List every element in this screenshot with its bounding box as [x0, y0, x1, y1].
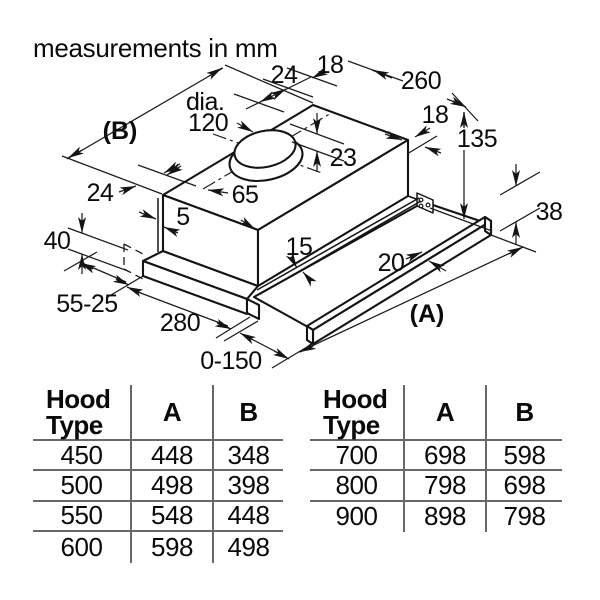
label-15: 15 — [286, 233, 313, 261]
dimension-40 — [67, 213, 129, 274]
dimension-280 — [126, 286, 251, 339]
mounting-bracket — [416, 192, 434, 214]
table-cell: 550 — [33, 500, 130, 533]
table-cell: 798 — [485, 501, 562, 533]
label-55-25: 55-25 — [56, 290, 117, 318]
dimension-38 — [499, 164, 541, 244]
label-0-150: 0-150 — [200, 347, 261, 375]
label-280: 280 — [160, 309, 200, 337]
table-cell: 598 — [130, 532, 212, 563]
label-B: (B) — [103, 117, 138, 145]
dimension-dia-120 — [236, 120, 254, 133]
label-38: 38 — [536, 198, 563, 226]
label-dia-120: 120 — [188, 109, 228, 137]
dimension-right-18 — [384, 125, 442, 157]
table-cell: 600 — [60, 531, 103, 562]
table-cell: 800 — [310, 470, 403, 502]
page-title: measurements in mm — [33, 33, 278, 63]
label-A: (A) — [410, 300, 445, 328]
label-right-18: 18 — [422, 101, 449, 129]
table-cell: 698 — [485, 470, 562, 502]
table-cell: 898 — [403, 501, 485, 533]
dimension-left-24 — [118, 161, 197, 196]
telescopic-rail — [256, 197, 422, 295]
dimension-23 — [289, 113, 345, 172]
column-header-b: B — [485, 385, 562, 441]
label-left-24: 24 — [87, 179, 114, 207]
dimension-55-25 — [63, 251, 144, 299]
dimension-20 — [405, 251, 447, 273]
table-cell: 548 — [130, 500, 212, 533]
table-cell: 798 — [403, 470, 485, 502]
label-20: 20 — [378, 249, 405, 277]
label-top-18: 18 — [317, 51, 344, 79]
table-cell: 450 — [33, 440, 130, 472]
dimension-15 — [285, 252, 317, 287]
table-cell: 348 — [212, 440, 283, 472]
filter-plinth — [141, 249, 261, 321]
table-cell: 500 — [33, 470, 130, 502]
hood-technical-drawing: (B) dia. 120 24 18 260 18 135 23 24 65 5… — [44, 51, 563, 375]
dimension-5 — [138, 209, 181, 237]
label-260: 260 — [401, 67, 441, 95]
label-top-24: 24 — [271, 61, 298, 89]
dimension-top-24-18 — [233, 67, 338, 113]
label-23: 23 — [330, 144, 357, 172]
table-cell: 900 — [335, 501, 378, 532]
label-dia: dia. — [186, 88, 224, 116]
table-cell: 448 — [212, 500, 283, 533]
table-cell: 398 — [212, 470, 283, 502]
table-cell: 598 — [485, 440, 562, 472]
column-header-a: A — [130, 385, 212, 441]
label-5: 5 — [176, 203, 189, 231]
label-135: 135 — [457, 125, 497, 153]
label-40: 40 — [44, 227, 71, 255]
dimension-260 — [347, 60, 479, 122]
column-header-a: A — [403, 385, 485, 441]
table-cell: 448 — [130, 440, 212, 472]
handle-bar — [305, 215, 493, 346]
dimension-A — [298, 234, 537, 353]
column-header-b: B — [212, 385, 283, 441]
table-cell: 700 — [310, 440, 403, 472]
table-cell: 498 — [130, 470, 212, 502]
dimension-B — [61, 64, 314, 195]
table-cell: 498 — [212, 532, 283, 563]
table-cell: 698 — [403, 440, 485, 472]
dimension-135 — [429, 112, 493, 232]
label-65: 65 — [232, 181, 259, 209]
